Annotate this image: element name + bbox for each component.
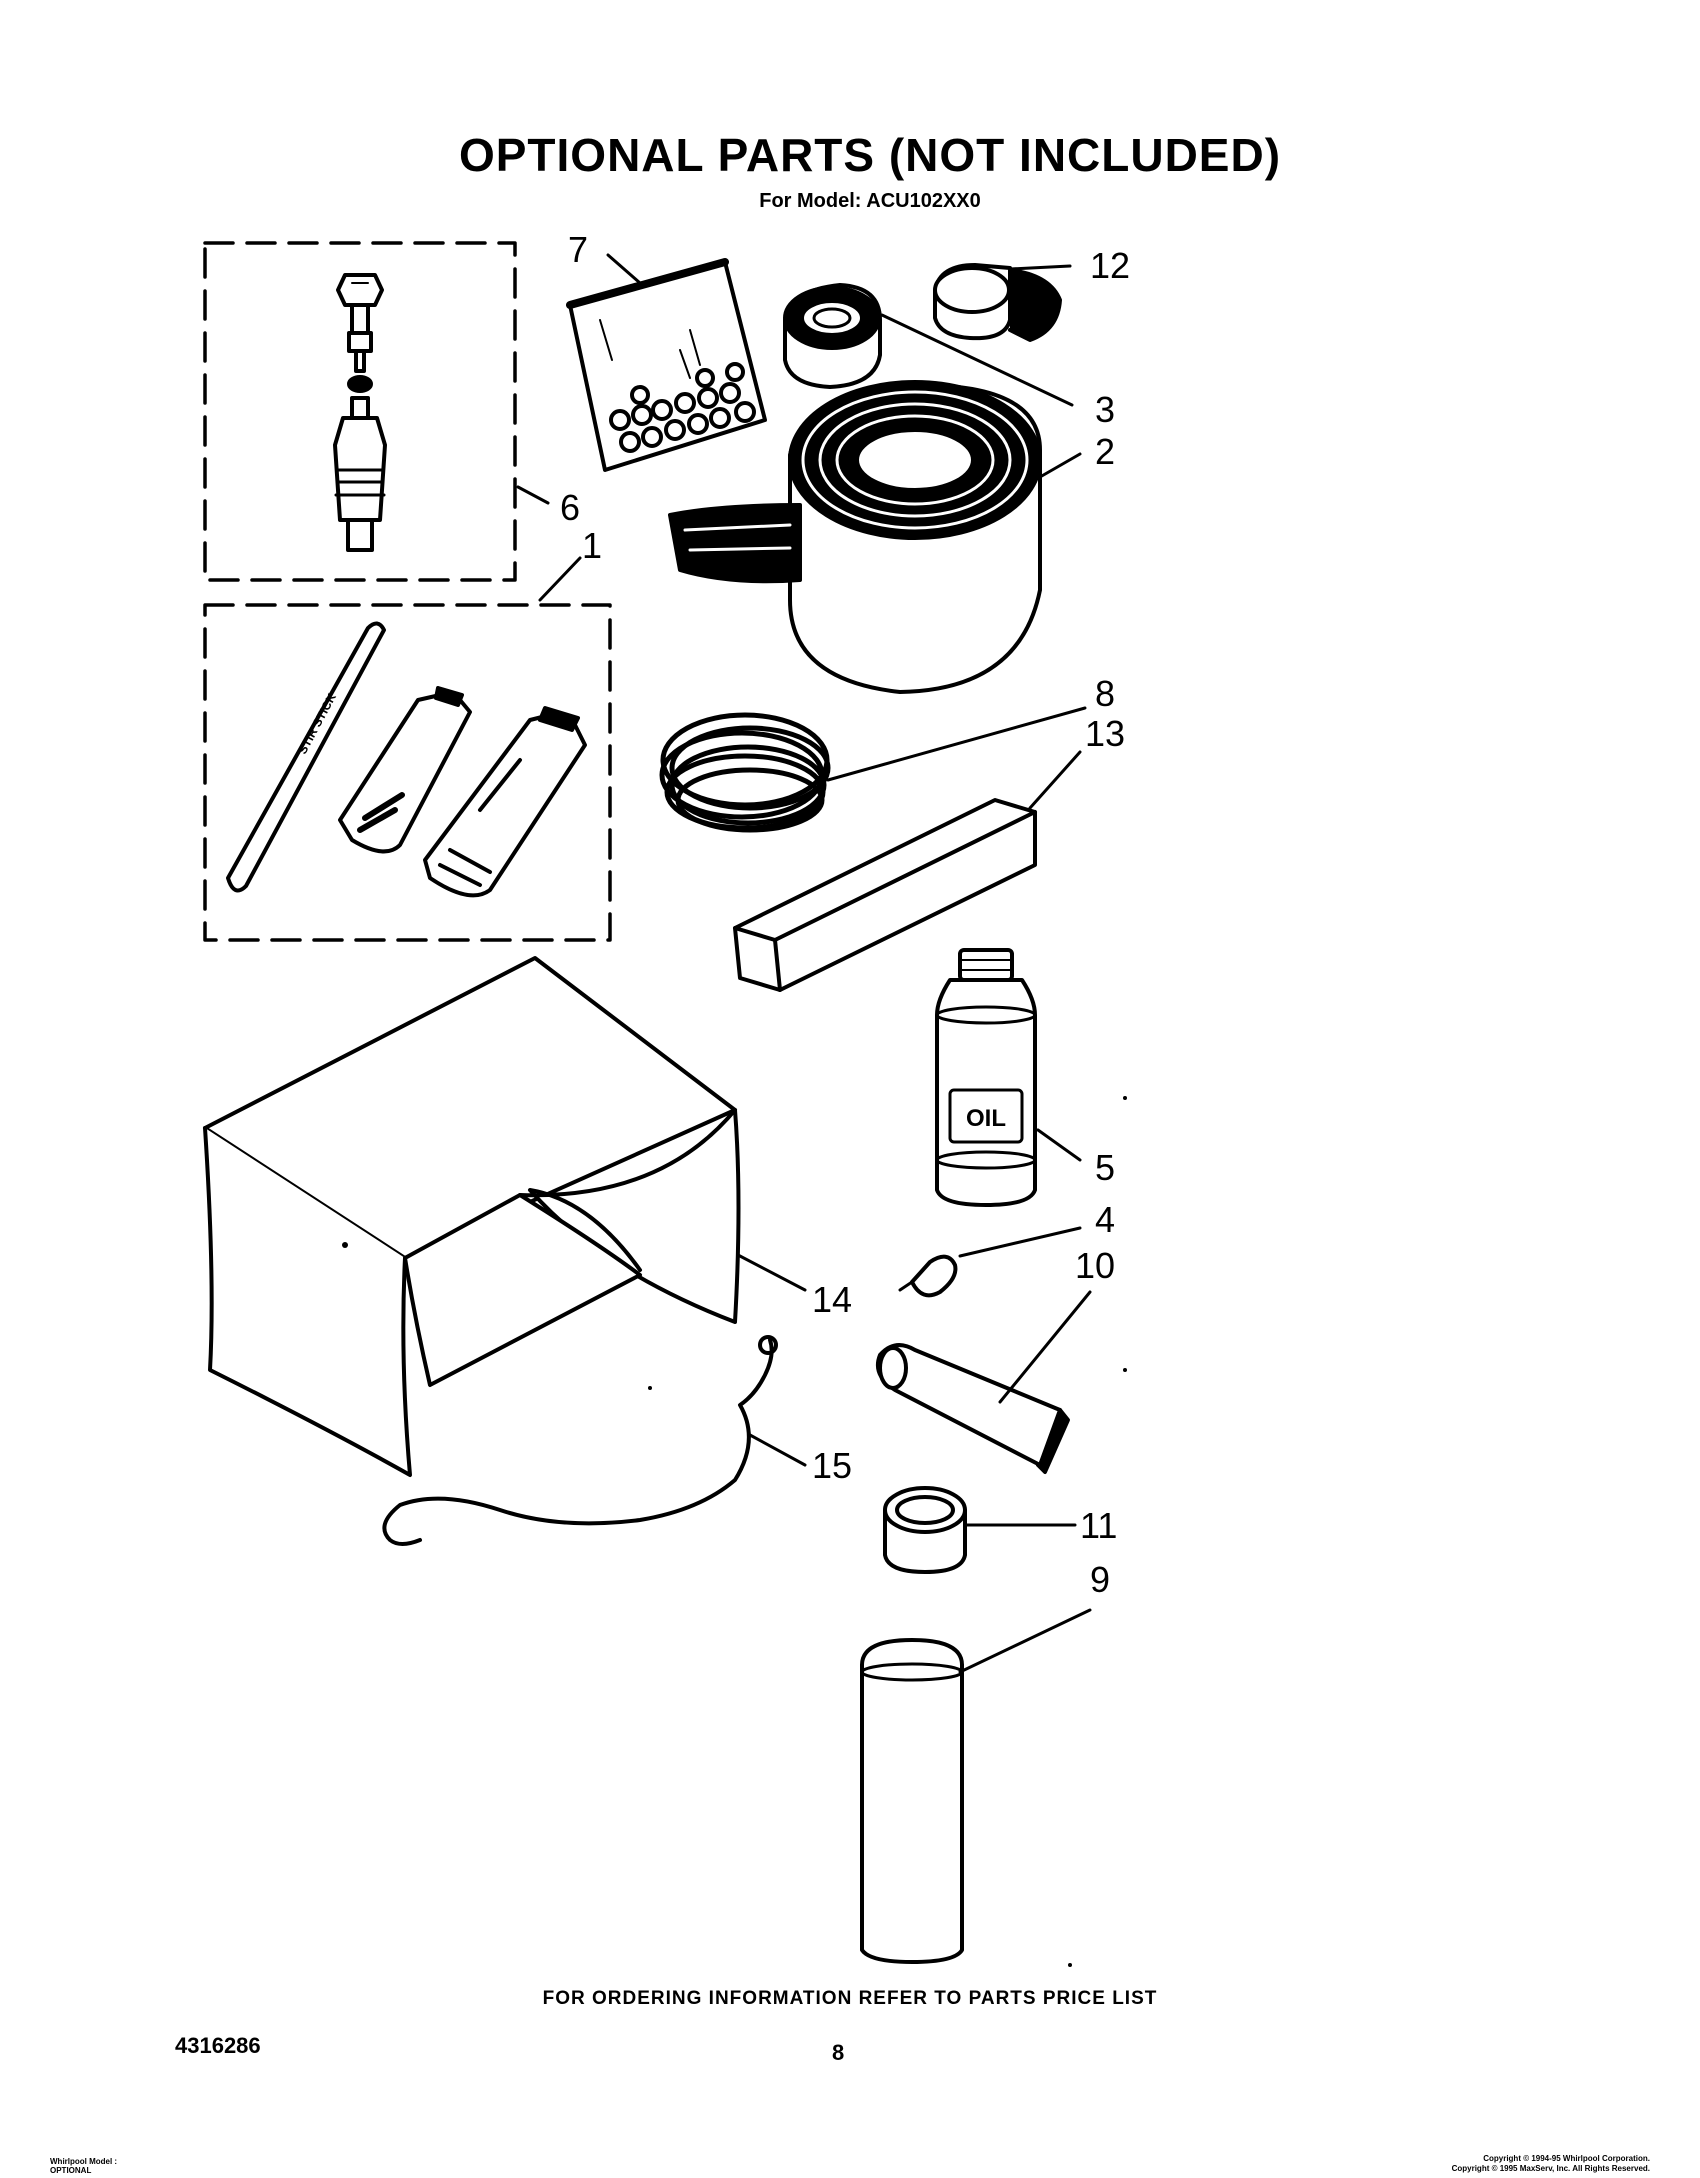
callout-8: 8 <box>1095 673 1115 714</box>
callout-3: 3 <box>1095 389 1115 430</box>
part-14-cover <box>203 956 741 1477</box>
callout-5: 5 <box>1095 1147 1115 1188</box>
callout-15: 15 <box>812 1445 852 1486</box>
part-13-foam-block <box>733 798 1037 992</box>
part-10-tube <box>875 1343 1070 1474</box>
kit-6-dashed-box <box>203 241 517 582</box>
callout-9: 9 <box>1090 1559 1110 1600</box>
callout-13: 13 <box>1085 713 1125 754</box>
copyright-line1: Copyright © 1994-95 Whirlpool Corporatio… <box>1483 2154 1650 2163</box>
callout-10: 10 <box>1075 1245 1115 1286</box>
callout-4: 4 <box>1095 1199 1115 1240</box>
model-footnote: Whirlpool Model : OPTIONAL <box>50 2157 117 2175</box>
copyright-line2: Copyright © 1995 MaxServ, Inc. All Right… <box>1451 2164 1650 2173</box>
copyright-block: Copyright © 1994-95 Whirlpool Corporatio… <box>1452 2154 1650 2174</box>
part-12-tape-roll <box>933 263 1062 342</box>
callout-11: 11 <box>1080 1505 1117 1546</box>
part-2-tape-roll <box>668 380 1042 694</box>
callout-1: 1 <box>582 525 602 566</box>
callout-14: 14 <box>812 1279 852 1320</box>
callout-2: 2 <box>1095 431 1115 472</box>
callout-7: 7 <box>568 229 588 270</box>
page-title: OPTIONAL PARTS (NOT INCLUDED) <box>458 129 1282 181</box>
part-15-cord <box>382 1335 778 1546</box>
model-subtitle: For Model: ACU102XX0 <box>759 190 981 212</box>
valve-assembly-part <box>333 273 387 552</box>
page-number: 8 <box>832 2040 845 2065</box>
tube-small-part <box>338 686 472 854</box>
scan-specks <box>342 1096 1127 1967</box>
ordering-note: FOR ORDERING INFORMATION REFER TO PARTS … <box>542 1988 1158 2009</box>
part-8-coil <box>659 712 831 833</box>
part-9-spray-can <box>860 1638 964 1964</box>
part-3-tape-roll <box>783 283 882 389</box>
model-footnote-line1: Whirlpool Model : <box>50 2157 118 2166</box>
part-4-capsule <box>898 1254 958 1298</box>
part-11-cup <box>883 1486 967 1574</box>
document-number: 4316286 <box>175 2033 261 2058</box>
model-footnote-line2: OPTIONAL <box>50 2166 92 2175</box>
callout-6: 6 <box>560 487 580 528</box>
tube-large-part <box>423 706 587 898</box>
kit-1-dashed-box <box>203 603 612 942</box>
part-5-oil-bottle: OIL <box>935 948 1037 1207</box>
part-7-bag <box>566 258 767 472</box>
stir-stick-part: STIR STICK <box>226 621 386 893</box>
leader-lines <box>516 253 1092 1674</box>
callout-12: 12 <box>1090 245 1130 286</box>
oil-bottle-label: OIL <box>966 1105 1006 1132</box>
